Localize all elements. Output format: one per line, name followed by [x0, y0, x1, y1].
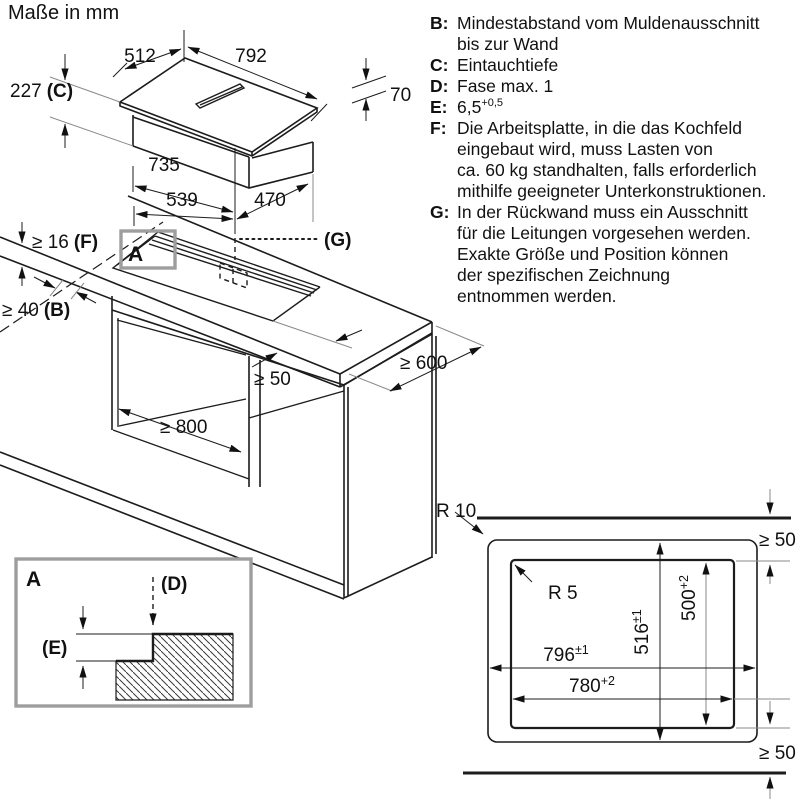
hob-glass-top — [118, 57, 319, 153]
legend-key: F: — [430, 118, 447, 138]
detail-e-label: (E) — [42, 638, 67, 659]
legend: B: Mindestabstand vom Muldenausschnitt b… — [430, 13, 796, 307]
legend-text: Eintauchtiefe — [457, 55, 559, 75]
dim-500-label: 500+2 — [677, 575, 700, 621]
legend-text: Die Arbeitsplatte, in die das Kochfeld e… — [457, 118, 767, 201]
rear-wall-cutout — [219, 238, 248, 290]
legend-text: Fase max. 1 — [457, 76, 554, 96]
detail-a-inset: A (D) (E) — [14, 557, 253, 708]
detail-a-marker-box — [119, 229, 177, 270]
legend-key: G: — [430, 202, 450, 222]
section-line-a — [0, 221, 164, 333]
wall-line — [127, 195, 433, 323]
worktop-cabinet-view: ≥ 16(F) ≥ 40(B) A (G) ≥ 50 ≥ 600 ≥ 800 — [0, 195, 485, 600]
legend-key: C: — [430, 55, 449, 75]
dim-800-label: ≥ 800 — [160, 417, 207, 438]
detail-a-marker-label: A — [128, 243, 143, 266]
legend-item-b: B: Mindestabstand vom Muldenausschnitt b… — [430, 13, 796, 55]
dim-796-label: 796±1 — [543, 643, 589, 666]
worktop-outline — [487, 539, 758, 743]
dim-516-label: 516±1 — [630, 609, 653, 655]
page-title: Maße in mm — [8, 2, 120, 24]
detail-d-label: (D) — [161, 574, 187, 595]
gap-bottom-label: ≥ 50 — [759, 743, 796, 764]
legend-item-e: E: 6,5+0,5 — [430, 97, 796, 118]
dim-227c-label: 227(C) — [10, 81, 73, 102]
hob-casing — [132, 115, 314, 189]
cabinet-body — [0, 296, 437, 600]
detail-a-title: A — [26, 568, 41, 591]
dim-539-label: 539 — [166, 190, 198, 211]
legend-item-d: D: Fase max. 1 — [430, 76, 796, 97]
dim-16f-label: ≥ 16(F) — [32, 232, 98, 253]
legend-item-c: C: Eintauchtiefe — [430, 55, 796, 76]
dim-470-label: 470 — [254, 190, 286, 211]
dim-70-label: 70 — [390, 85, 411, 106]
hob-vent-slot — [194, 83, 246, 109]
legend-item-f: F: Die Arbeitsplatte, in die das Kochfel… — [430, 118, 796, 202]
radius-outer-label: R 10 — [436, 501, 476, 522]
legend-text: Mindestabstand vom Muldenausschnitt bis … — [457, 13, 760, 54]
legend-key: D: — [430, 76, 449, 96]
dim-50-front-label: ≥ 50 — [254, 369, 291, 390]
dim-512-label: 512 — [124, 46, 156, 67]
cutout-plan-view: R 10 R 5 ≥ 50 ≥ 50 796±1 780+2 516±1 500… — [436, 489, 796, 799]
legend-item-g: G: In der Rückwand muss ein Ausschnitt f… — [430, 202, 796, 307]
dim-735-label: 735 — [148, 155, 180, 176]
hob-glass-edge — [119, 102, 318, 157]
cabinet-dimensions — [18, 222, 485, 453]
hob-dimensions — [49, 30, 387, 234]
cutout-outline — [509, 558, 736, 730]
dim-600-label: ≥ 600 — [400, 353, 447, 374]
legend-text: In der Rückwand muss ein Ausschnitt für … — [457, 202, 751, 306]
detail-ref-lines — [76, 633, 153, 662]
dim-780-label: 780+2 — [569, 674, 615, 697]
worktop-section-step — [116, 632, 233, 663]
cutout-dimensions — [454, 489, 790, 799]
hob-isometric-view: 512 792 227(C) 70 735 539 470 — [10, 30, 411, 234]
legend-key: B: — [430, 13, 449, 33]
gap-top-label: ≥ 50 — [759, 530, 796, 551]
detail-dimensions — [79, 577, 157, 689]
radius-inner-label: R 5 — [548, 583, 578, 604]
dim-792-label: 792 — [235, 46, 267, 67]
dim-40b-label: ≥ 40(B) — [2, 300, 70, 321]
legend-key: E: — [430, 97, 448, 117]
legend-text: 6,5+0,5 — [457, 97, 504, 117]
dim-g-label: (G) — [324, 230, 351, 251]
